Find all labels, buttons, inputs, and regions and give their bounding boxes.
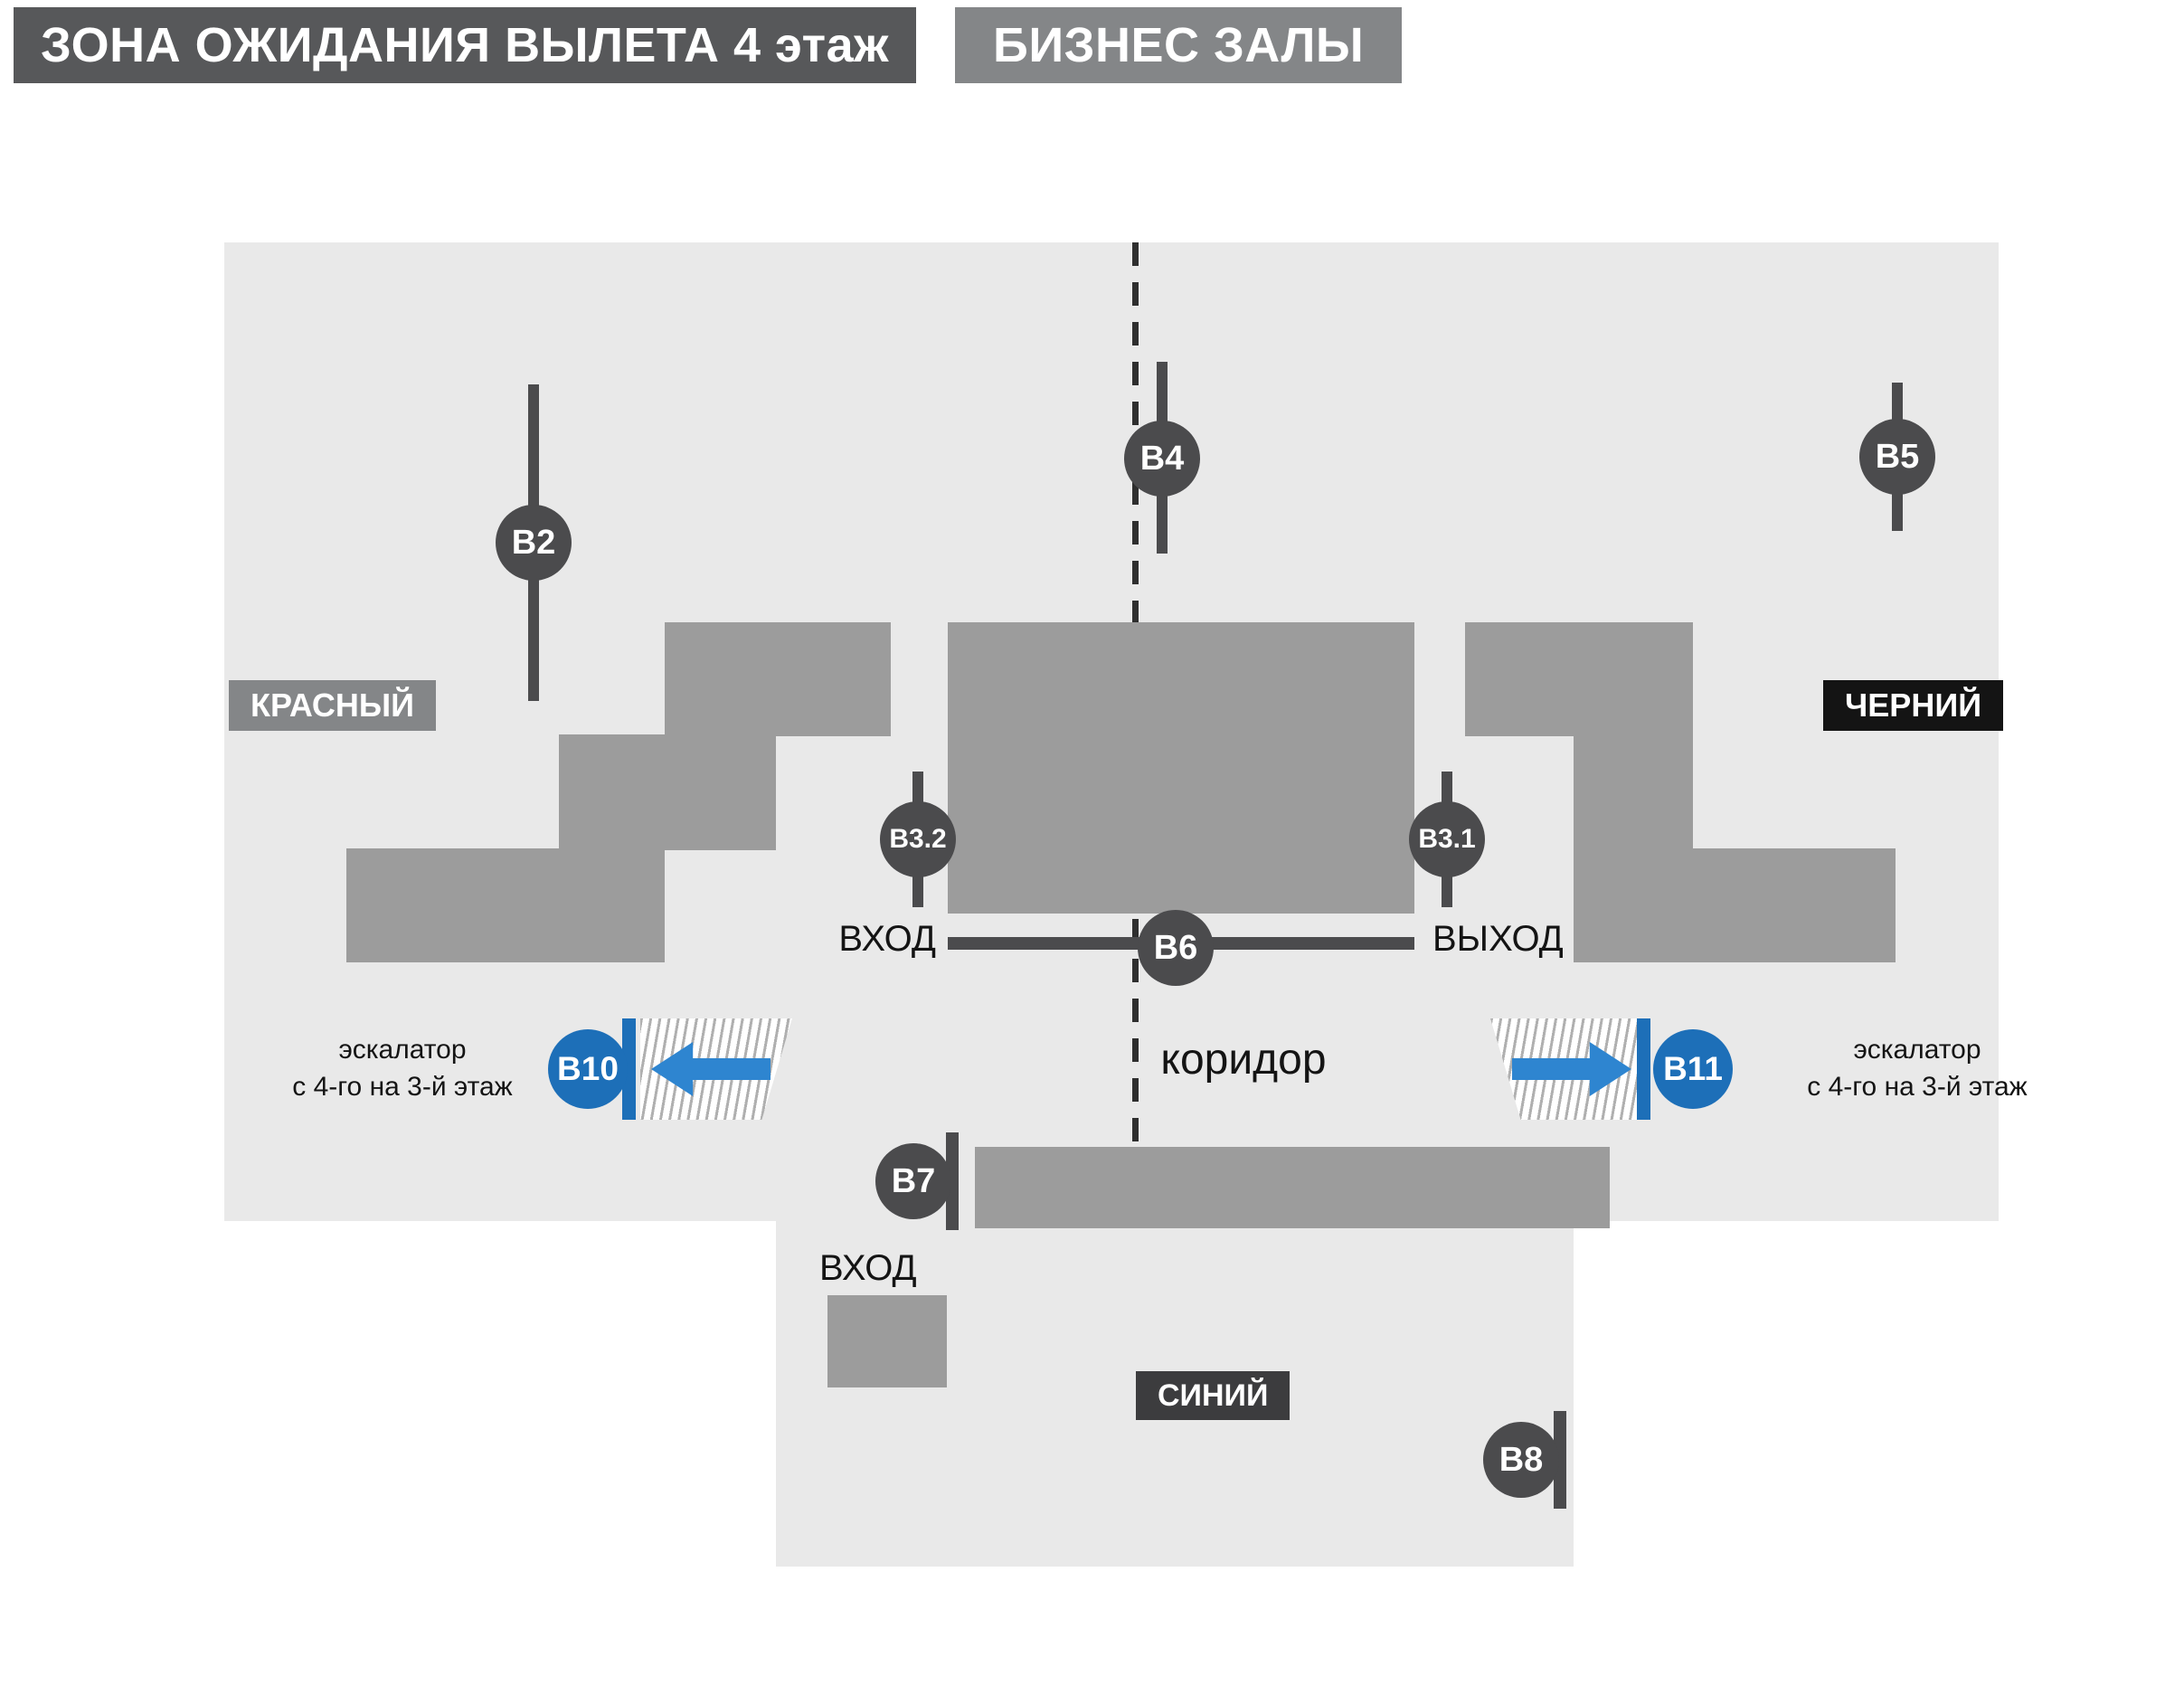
marker-b2[interactable]: В2 [496,505,572,581]
zone-badge-black: ЧЕРНИЙ [1823,680,2004,731]
exit-main-label: ВЫХОД [1432,919,1564,959]
escalator-left-note-line2: с 4-го на 3-й этаж [292,1072,513,1102]
marker-b7-label: В7 [891,1161,936,1200]
marker-b4-label: В4 [1139,439,1185,478]
marker-b11-bar [1637,1018,1650,1120]
wall-block-right-top [1465,622,1693,736]
marker-b10[interactable]: В10 [548,1029,628,1109]
wall-block-lower-square [827,1295,947,1387]
marker-b8[interactable]: В8 [1483,1422,1559,1498]
wall-block-lower-bar [975,1147,1610,1228]
marker-b4[interactable]: В4 [1124,421,1200,497]
legend-business-lounges: БИЗНЕС ЗАЛЫ [955,7,1403,83]
marker-b3-2[interactable]: В3.2 [880,801,956,877]
marker-b7[interactable]: В7 [875,1143,951,1219]
marker-b3-1[interactable]: В3.1 [1409,801,1485,877]
wall-block-right-bottom [1574,848,1896,962]
marker-b2-label: В2 [511,523,556,562]
escalator-right-note-line2: с 4-го на 3-й этаж [1807,1072,2028,1102]
marker-b5[interactable]: В5 [1859,419,1935,495]
zone-badge-blue: СИНИЙ [1136,1371,1291,1420]
marker-b10-bar [622,1018,636,1120]
marker-b6[interactable]: В6 [1138,910,1214,986]
escalator-right-note: эскалатор с 4-го на 3-й этаж [1759,1031,2075,1105]
marker-b3-2-label: В3.2 [889,824,947,854]
corridor-label: коридор [1160,1036,1327,1084]
escalator-left-note-line1: эскалатор [338,1035,467,1065]
escalator-left-note: эскалатор с 4-го на 3-й этаж [244,1031,561,1105]
entry-lower-label: ВХОД [819,1248,917,1288]
marker-b3-1-label: В3.1 [1418,824,1476,854]
wall-block-left-top [665,622,891,736]
marker-b7-bar [946,1132,959,1230]
marker-b5-label: В5 [1875,437,1920,476]
marker-b11-label: В11 [1663,1050,1723,1087]
wall-block-right-middle [1574,734,1693,850]
page-title: ЗОНА ОЖИДАНИЯ ВЫЛЕТА 4 этаж [14,7,916,83]
marker-b8-label: В8 [1499,1440,1544,1479]
wall-block-left-bottom [346,848,665,962]
entry-main-label: ВХОД [838,919,936,959]
zone-badge-red: КРАСНЫЙ [229,680,437,731]
marker-b10-label: В10 [557,1050,619,1087]
marker-b6-label: В6 [1153,928,1198,967]
wall-block-left-middle [559,734,776,850]
escalator-right-note-line1: эскалатор [1853,1035,1981,1065]
marker-b11[interactable]: В11 [1653,1029,1733,1109]
wall-block-center [948,622,1414,914]
marker-b8-bar [1554,1411,1566,1509]
